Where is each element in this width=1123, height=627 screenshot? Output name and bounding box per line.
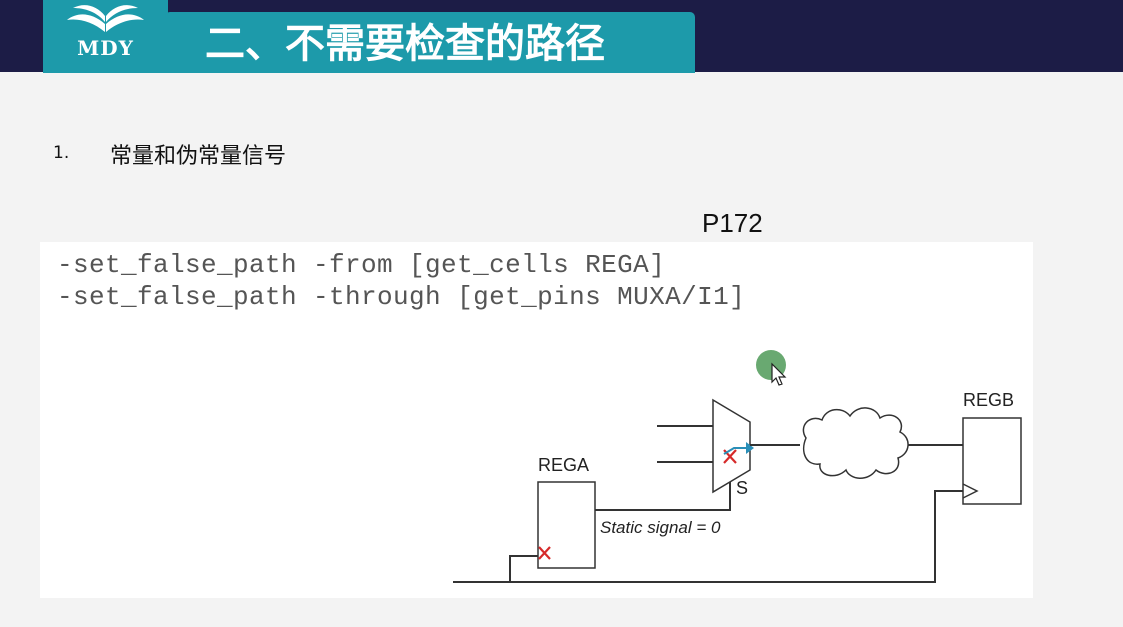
slide-title: 二、不需要检查的路径 xyxy=(205,21,605,67)
regb-clock-triangle-icon xyxy=(962,483,979,499)
logo-wings-icon xyxy=(67,5,144,32)
code-line-from: -set_false_path -from [get_cells REGA] xyxy=(57,250,666,280)
clock-net xyxy=(453,490,963,583)
mux-select-label: S xyxy=(736,478,748,498)
rega-label: REGA xyxy=(538,455,589,475)
mux-block xyxy=(712,398,751,494)
regb-block xyxy=(962,417,1022,505)
cursor-arrow-icon xyxy=(756,350,787,386)
title-bar: 二、不需要检查的路径 xyxy=(165,12,695,73)
rega-clock-feed xyxy=(509,555,538,582)
regb-label: REGB xyxy=(963,390,1014,410)
logic-cloud-icon xyxy=(802,407,909,479)
timing-path-arrow-icon xyxy=(723,442,754,455)
rega-block xyxy=(537,481,596,569)
code-line-through: -set_false_path -through [get_pins MUXA/… xyxy=(57,282,746,312)
static-signal-net xyxy=(595,478,731,511)
mouse-cursor xyxy=(756,348,790,392)
list-item-text: 常量和伪常量信号 xyxy=(110,144,287,169)
rega-false-path-x-icon xyxy=(538,546,551,560)
circuit-diagram: REGA Static signal = 0 S REGB xyxy=(453,390,1022,583)
static-signal-label: Static signal = 0 xyxy=(600,518,721,537)
page-reference: P172 xyxy=(702,208,763,238)
logo-text: MDY xyxy=(77,36,134,60)
figure-panel: -set_false_path -from [get_cells REGA] -… xyxy=(40,242,1033,598)
mdy-logo: MDY xyxy=(43,0,168,73)
list-item-number: 1. xyxy=(53,143,70,163)
